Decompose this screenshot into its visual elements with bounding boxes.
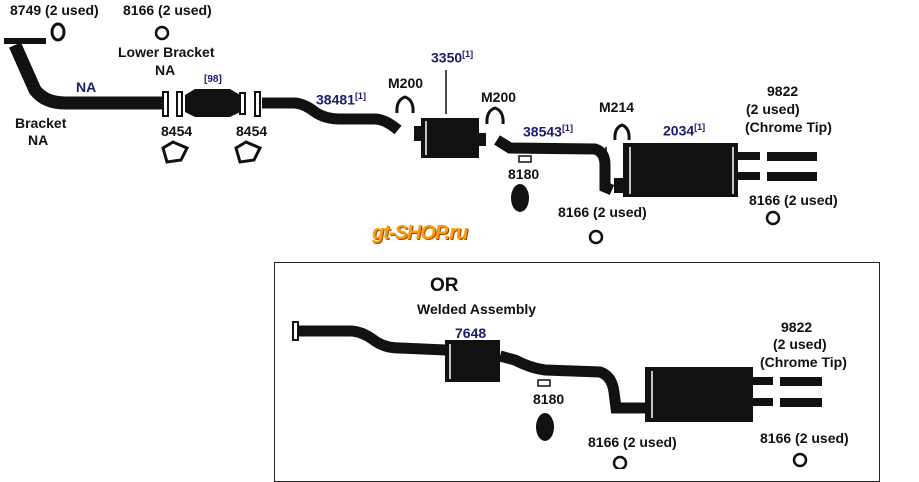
- manifold-pipe: [9, 41, 165, 110]
- label-or: OR: [430, 275, 459, 296]
- label-m200: M200: [388, 75, 424, 91]
- label-9822: 9822: [781, 319, 813, 335]
- chrome-tip-icon: [767, 152, 817, 161]
- flange-icon: [239, 92, 246, 115]
- pipe-front: [298, 325, 447, 356]
- catalytic-converter: [185, 89, 240, 117]
- chrome-tip-icon: [767, 172, 817, 181]
- label-lower-bracket-na: NA: [155, 62, 176, 78]
- ring-8166-icon: [765, 210, 781, 226]
- label-8180: 8180: [533, 391, 565, 407]
- gt-shop-logo: gt-SHOP.ru: [372, 222, 468, 244]
- note-ref: [1]: [462, 49, 474, 59]
- gasket-8749-icon: [50, 22, 66, 42]
- note-ref: [1]: [561, 123, 573, 133]
- part-number: 38481: [316, 91, 355, 108]
- label-bracket: Bracket: [15, 115, 67, 131]
- label-8166: 8166 (2 used): [760, 430, 849, 446]
- label-38543: 38543[1]: [523, 124, 573, 139]
- gasket-8454-icon: [161, 140, 190, 164]
- pipe-38543: [494, 135, 615, 196]
- chrome-tip-icon: [780, 398, 822, 407]
- clamp-m200-icon: [395, 95, 415, 114]
- pipe-rear: [498, 350, 645, 414]
- label-8454: 8454: [236, 123, 268, 139]
- label-8166: 8166 (2 used): [558, 204, 647, 220]
- ring-8166-icon: [588, 229, 604, 245]
- label-lower-bracket: Lower Bracket: [118, 44, 215, 60]
- label-2034: 2034[1]: [663, 123, 705, 138]
- label-8180: 8180: [508, 166, 540, 182]
- label-m214: M214: [599, 99, 635, 115]
- label-9822-used: (2 used): [773, 336, 827, 352]
- hanger-8180-icon: [536, 413, 554, 441]
- ring-8166-icon: [154, 25, 170, 41]
- muffler-rear: [645, 367, 753, 422]
- label-8166: 8166 (2 used): [588, 434, 677, 450]
- gasket-8454-icon: [234, 140, 263, 164]
- pipe-38481: [262, 97, 402, 135]
- label-9822: 9822: [767, 83, 799, 99]
- label-3350: 3350[1]: [431, 50, 473, 65]
- flange-icon: [162, 91, 169, 117]
- hanger-tab: [518, 155, 532, 163]
- label-pipe-na: NA: [76, 79, 97, 95]
- flange-icon: [176, 91, 183, 117]
- hanger-8180-icon: [511, 184, 529, 212]
- flange-icon: [254, 91, 261, 117]
- label-9822-used: (2 used): [746, 101, 800, 117]
- label-8454: 8454: [161, 123, 193, 139]
- label-8166: 8166 (2 used): [123, 2, 212, 18]
- label-bracket-na: NA: [28, 132, 49, 148]
- hanger-tab: [537, 379, 551, 387]
- clamp-m214-icon: [613, 123, 631, 141]
- chrome-tip-icon: [780, 377, 822, 386]
- label-welded-assembly: Welded Assembly: [417, 301, 537, 317]
- manifold-flange: [4, 38, 46, 44]
- label-38481: 38481[1]: [316, 92, 366, 107]
- part-number: 3350: [431, 49, 463, 66]
- muffler-3350: [421, 118, 479, 158]
- label-chrome-tip: (Chrome Tip): [760, 354, 847, 370]
- note-ref: [1]: [694, 122, 706, 132]
- label-cat-ref: [98]: [204, 74, 222, 85]
- part-number: 38543: [523, 123, 562, 140]
- part-number: 2034: [663, 122, 695, 139]
- label-8166: 8166 (2 used): [749, 192, 838, 208]
- exhaust-diagram: [4, 22, 822, 469]
- label-m200: M200: [481, 89, 517, 105]
- note-ref: [1]: [354, 91, 366, 101]
- alternative-assembly-box: [274, 262, 880, 482]
- muffler-2034: [623, 143, 738, 197]
- muffler-7648: [445, 340, 500, 382]
- ring-8166-icon: [612, 455, 628, 469]
- clamp-m200-icon: [485, 106, 505, 125]
- label-7648: 7648: [455, 325, 487, 341]
- ring-8166-icon: [792, 452, 808, 468]
- label-chrome-tip: (Chrome Tip): [745, 119, 832, 135]
- label-8749: 8749 (2 used): [10, 2, 99, 18]
